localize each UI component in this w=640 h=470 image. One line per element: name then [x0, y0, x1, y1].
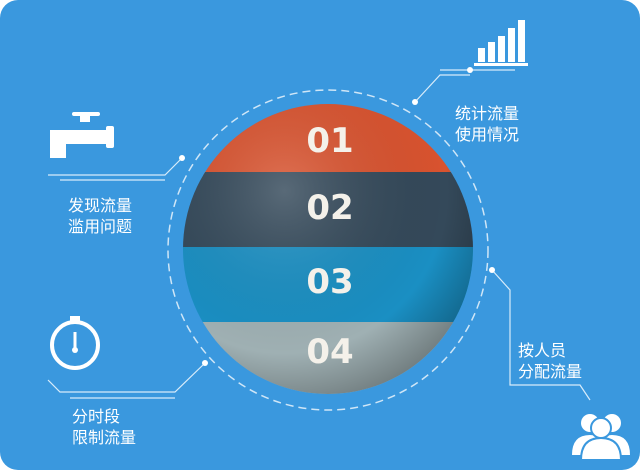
label-line: 滥用问题	[68, 217, 133, 236]
label-abuse-detection: 发现流量 滥用问题	[68, 195, 132, 237]
connector-lines	[47, 69, 591, 401]
segment-number-01: 01	[306, 121, 353, 161]
label-line: 发现流量	[68, 196, 133, 215]
dashed-ring	[167, 89, 489, 411]
segment-number-03: 03	[306, 262, 353, 302]
stopwatch-icon	[50, 316, 100, 370]
label-line: 统计流量	[455, 104, 520, 123]
label-line: 分时段	[72, 407, 121, 426]
bar-chart-icon	[474, 20, 528, 66]
segment-number-04: 04	[306, 332, 353, 372]
segment-number-02: 02	[306, 188, 353, 228]
label-time-limit: 分时段 限制流量	[72, 406, 136, 448]
users-icon	[572, 414, 630, 461]
label-usage-stats: 统计流量 使用情况	[455, 103, 519, 145]
label-per-user: 按人员 分配流量	[518, 340, 582, 382]
label-line: 使用情况	[455, 125, 520, 144]
label-line: 分配流量	[518, 362, 583, 381]
label-line: 限制流量	[72, 428, 137, 447]
faucet-icon	[50, 112, 114, 158]
connector-dots	[179, 67, 495, 366]
label-line: 按人员	[518, 341, 567, 360]
